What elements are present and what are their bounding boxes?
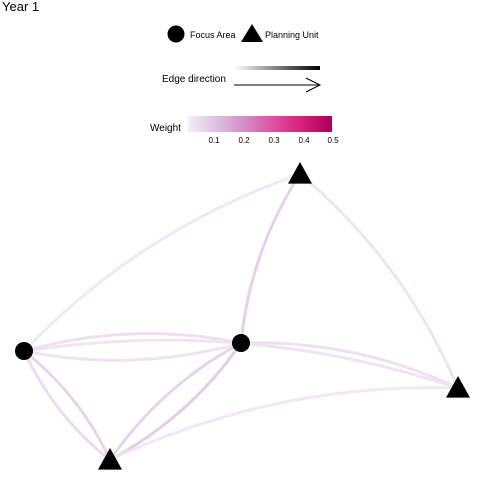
node-pu-bottom — [98, 448, 122, 470]
weight-colorbar — [188, 116, 332, 132]
node-type-legend: Focus Area Planning Unit — [166, 24, 336, 46]
edge-pu-top-to-pu-right — [299, 172, 460, 389]
legend-shape-icons — [167, 24, 263, 43]
node-pu-top — [288, 162, 312, 184]
edge-fa-center-to-pu-right — [240, 341, 459, 390]
edge-fa-left-to-pu-bottom — [23, 349, 112, 461]
edge-fa-center-to-pu-bottom — [109, 342, 243, 462]
weight-tick-label: 0.4 — [298, 136, 310, 145]
plot-title: Year 1 — [2, 0, 40, 14]
edge-pu-bottom-to-pu-right — [109, 386, 459, 462]
weight-tick-label: 0.2 — [238, 136, 250, 145]
edge-pu-bottom-to-fa-center — [108, 341, 242, 461]
edge-fa-left-to-pu-top — [22, 172, 301, 353]
weight-tick-label: 0.3 — [268, 136, 280, 145]
triangle-icon — [241, 24, 263, 42]
arrow-right-icon — [234, 77, 322, 93]
circle-icon — [167, 25, 185, 43]
edge-pu-bottom-to-fa-left — [22, 350, 111, 462]
legend-edge-direction-label: Edge direction — [162, 74, 226, 85]
weight-tick-label: 0.1 — [208, 136, 220, 145]
weight-tick-label: 0.5 — [327, 136, 339, 145]
legend-planning-unit-label: Planning Unit — [265, 30, 319, 40]
node-layer — [15, 162, 470, 470]
edge-fa-left-to-fa-center — [23, 332, 242, 353]
edge-fa-center-to-pu-top — [239, 173, 302, 344]
legend-weight-label: Weight — [150, 123, 181, 134]
node-fa-left — [15, 342, 33, 360]
edge-layer — [22, 172, 460, 462]
legend-focus-area-label: Focus Area — [190, 30, 236, 40]
node-pu-right — [446, 376, 470, 398]
edge-fa-center-to-fa-left — [23, 341, 242, 362]
node-fa-center — [232, 334, 250, 352]
edge-direction-gradient — [234, 66, 320, 70]
edge-direction-legend — [234, 66, 322, 93]
